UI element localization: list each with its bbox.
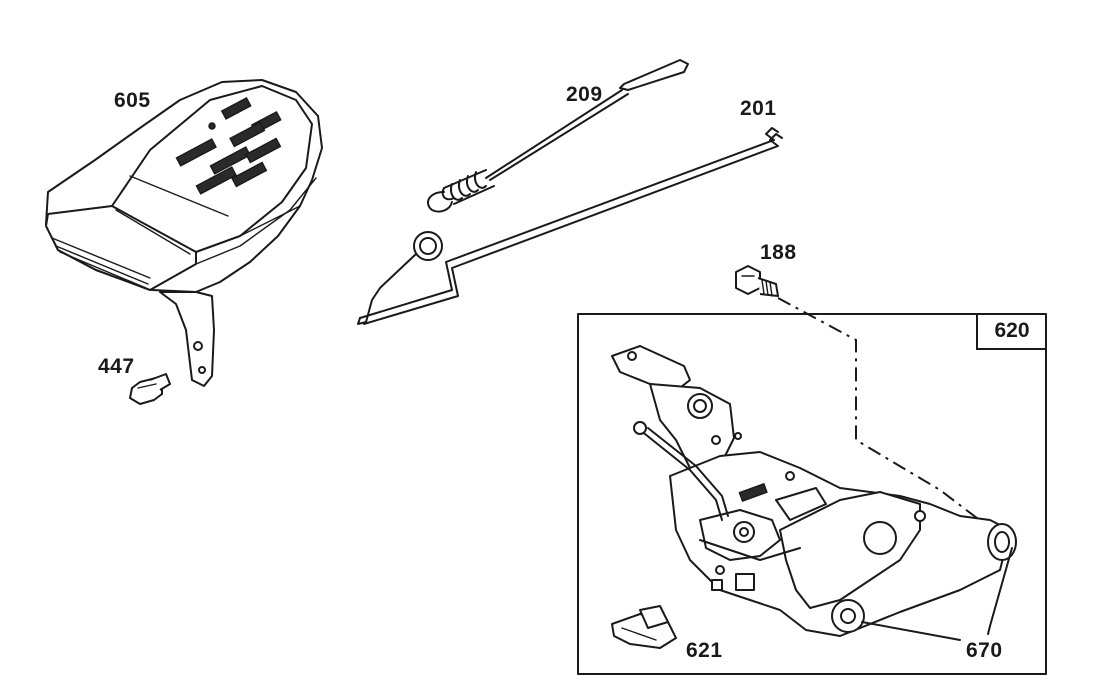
control-bracket-assembly <box>611 345 1017 637</box>
part-label-670: 670 <box>966 639 1003 662</box>
part-label-209: 209 <box>566 83 603 106</box>
control-cover-part <box>45 79 323 387</box>
clip-part <box>611 605 677 649</box>
extension-spring-part <box>427 59 689 213</box>
bolt-part <box>735 265 779 297</box>
cover-slots <box>175 96 282 195</box>
part-label-605: 605 <box>114 89 151 112</box>
control-rod-part <box>357 127 783 325</box>
part-label-188: 188 <box>760 241 797 264</box>
part-label-621: 621 <box>686 639 723 662</box>
part-label-201: 201 <box>740 97 777 120</box>
push-rivet-part <box>129 373 171 405</box>
part-label-447: 447 <box>98 355 135 378</box>
part-label-620: 620 <box>976 314 1046 350</box>
assembly-box-620 <box>577 313 1047 675</box>
